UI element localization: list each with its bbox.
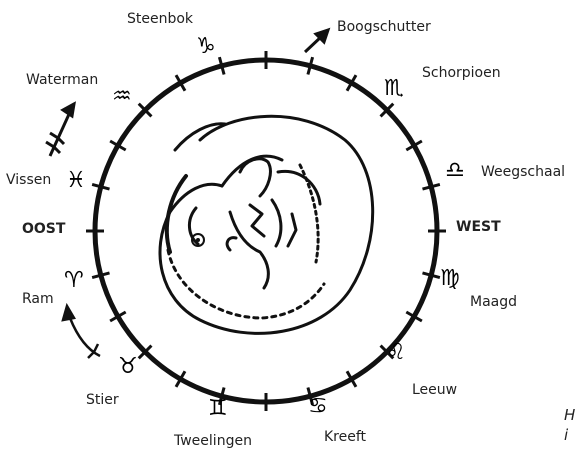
libra-icon: ♎ — [445, 160, 465, 182]
aries-icon: ♈ — [64, 270, 84, 292]
label-boogschutter: Boogschutter — [337, 20, 431, 34]
label-stier: Stier — [86, 393, 119, 407]
pisces-arrow — [46, 104, 74, 156]
virgo-icon: ♍ — [440, 268, 460, 290]
aquarius-icon: ♒ — [112, 86, 132, 108]
embryo-illustration — [160, 116, 373, 333]
label-kreeft: Kreeft — [324, 430, 366, 444]
label-tweelingen: Tweelingen — [174, 434, 252, 448]
cancer-icon: ♋ — [308, 396, 328, 418]
pisces-icon: ♓ — [66, 170, 86, 192]
label-schorpioen: Schorpioen — [422, 66, 501, 80]
label-weegschaal: Weegschaal — [481, 165, 565, 179]
label-steenbok: Steenbok — [127, 12, 193, 26]
gemini-icon: ♊ — [208, 398, 228, 420]
label-ram: Ram — [22, 292, 54, 306]
capricorn-icon: ♑ — [196, 36, 216, 58]
taurus-icon: ♉ — [118, 356, 138, 378]
label-vissen: Vissen — [6, 173, 51, 187]
sagittarius-arrow — [305, 30, 328, 52]
label-maagd: Maagd — [470, 295, 517, 309]
label-waterman: Waterman — [26, 73, 98, 87]
cropped-text-line-2: i — [564, 428, 568, 443]
leo-icon: ♌ — [386, 342, 406, 364]
label-west: WEST — [456, 220, 501, 234]
scorpio-icon: ♏ — [384, 78, 404, 100]
aries-arrow — [63, 306, 100, 358]
cropped-text-line-1: H — [564, 408, 575, 423]
label-oost: OOST — [22, 222, 65, 236]
label-leeuw: Leeuw — [412, 383, 457, 397]
